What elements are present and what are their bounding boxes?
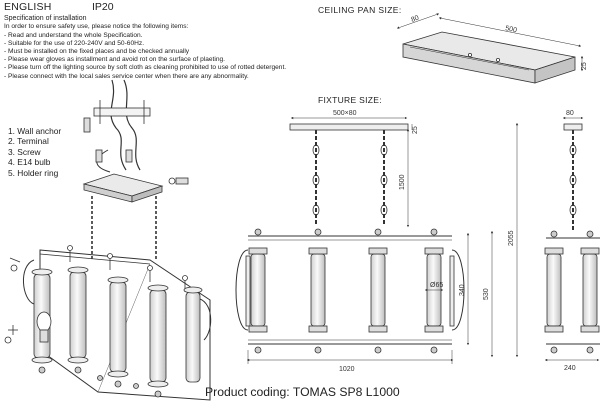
fixture-width: 1020 [339, 366, 355, 373]
fixture-body-height: 530 [483, 288, 490, 300]
ceiling-pan-length: 500 [505, 25, 518, 34]
legend-item-wall-anchor: 1. Wall anchor [8, 126, 62, 136]
specification-rule: - Please connect with the local sales se… [4, 73, 249, 80]
legend-item-terminal: 2. Terminal [8, 136, 49, 147]
specification-title: Specification of installation [4, 15, 87, 22]
legend-item-screw: 3. Screw [8, 146, 41, 157]
fixture-pan-height: 25 [412, 126, 419, 134]
parts-legend: 1. Wall anchor 2. Terminal 3. Screw 4. E… [8, 126, 61, 178]
fixture-size-title: FIXTURE SIZE: [318, 95, 382, 105]
fixture-pan-size: 500×80 [333, 110, 357, 117]
fixture-side-width: 240 [564, 365, 576, 372]
fixture-side-view [544, 123, 600, 354]
specification-rule: - Please turn off the lighting source by… [4, 64, 287, 71]
specification-intro: In order to ensure safety use, please no… [4, 23, 189, 30]
fixture-shade-diameter: Ø65 [430, 282, 443, 289]
specification-rule: - Must be installed on the fixed places … [4, 48, 190, 55]
fixture-front-view [235, 123, 465, 354]
assembly-drawing [4, 79, 212, 401]
ip-rating: IP20 [92, 1, 114, 13]
legend-item-e14-bulb: 4. E14 bulb [8, 157, 51, 168]
fixture-total-height: 2055 [508, 230, 515, 246]
specification-rule: - Suitable for the use of 220-240V and 5… [4, 40, 145, 47]
ceiling-pan-height: 25 [581, 62, 588, 70]
fixture-shade-height: 340 [459, 284, 466, 296]
fixture-chain-length: 1500 [399, 174, 406, 190]
fixture-side-top: 80 [566, 110, 574, 117]
specification-rule: - Please wear gloves as installment and … [4, 56, 226, 63]
specification-rule: - Read and understand the whole Specific… [4, 32, 143, 39]
product-coding: Product coding: TOMAS SP8 L1000 [205, 385, 400, 399]
legend-item-holder-ring: 5. Holder ring [8, 167, 59, 178]
ceiling-pan-width: 80 [410, 15, 420, 24]
ceiling-pan-title: CEILING PAN SIZE: [318, 5, 402, 15]
language-heading: ENGLISH [4, 1, 52, 13]
